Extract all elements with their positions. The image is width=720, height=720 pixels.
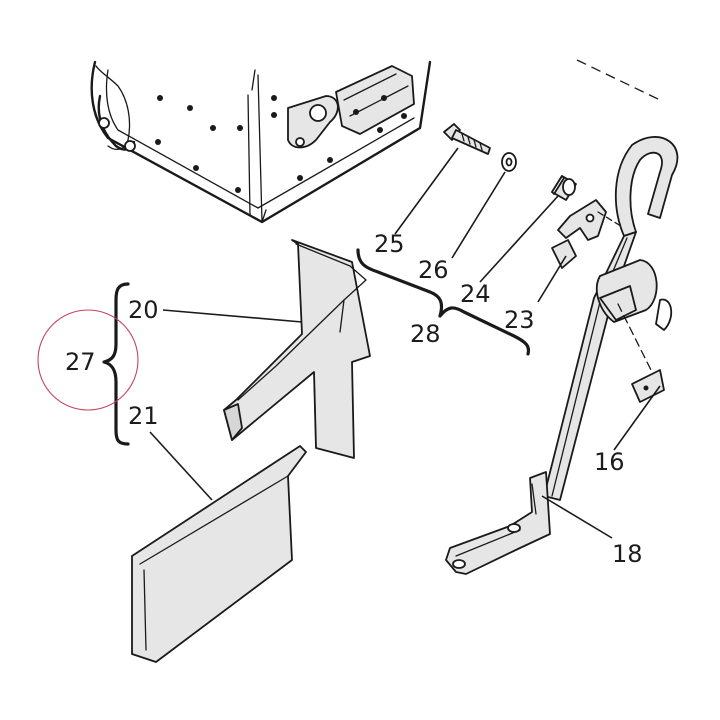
- dashed-line: [576, 59, 661, 101]
- callout-23: 23: [504, 306, 535, 334]
- highlight-circle: [37, 309, 139, 411]
- callout-25: 25: [374, 230, 405, 258]
- callout-21: 21: [128, 402, 159, 430]
- callout-24: 24: [460, 280, 491, 308]
- callout-18: 18: [612, 540, 643, 568]
- part-26-washer: [501, 152, 517, 172]
- leader-25: [394, 147, 459, 235]
- callout-16: 16: [594, 448, 625, 476]
- callout-20: 20: [128, 296, 159, 324]
- leader-26: [451, 171, 506, 259]
- leader-20: [162, 309, 303, 323]
- leader-23: [537, 255, 567, 303]
- brace-27: [102, 282, 130, 446]
- callout-27: 27: [65, 348, 96, 376]
- leader-18: [541, 495, 613, 539]
- brace-28: [356, 248, 531, 356]
- callout-28: 28: [410, 320, 441, 348]
- callout-26: 26: [418, 256, 449, 284]
- part-21-pad: [131, 445, 307, 663]
- leader-16: [613, 385, 661, 451]
- case-body: [90, 60, 432, 224]
- leader-21: [149, 431, 213, 501]
- part-18-frame: [445, 136, 679, 575]
- part-24-spacer: [551, 175, 577, 201]
- part-23-clip: [551, 199, 607, 269]
- part-20-pad: [223, 239, 371, 459]
- leader-24: [479, 195, 559, 283]
- part-25-screw: [443, 123, 491, 155]
